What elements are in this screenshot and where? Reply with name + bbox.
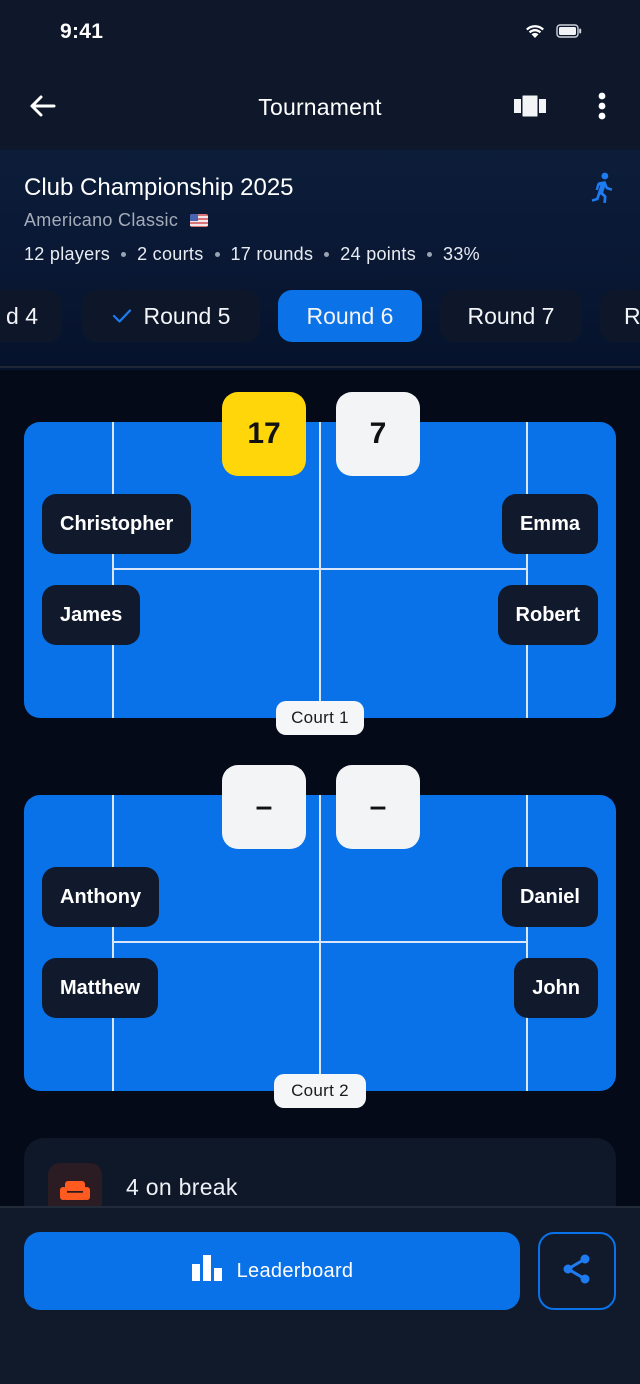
- round-label: d 4: [6, 302, 38, 329]
- on-break-count: 4 on break: [126, 1174, 238, 1200]
- tab-round-6[interactable]: Round 6: [278, 290, 422, 342]
- court-line: [319, 795, 321, 1091]
- bar-chart-icon: [191, 1254, 223, 1288]
- tab-round-8[interactable]: R: [600, 290, 640, 342]
- player-chip[interactable]: Daniel: [501, 867, 598, 927]
- status-time: 9:41: [60, 20, 104, 43]
- more-options-button[interactable]: [588, 90, 616, 126]
- court-card-2: – – Anthony Matthew Daniel John Court 2: [24, 765, 616, 1115]
- player-chip[interactable]: Emma: [501, 494, 598, 554]
- tournament-format: Americano Classic: [24, 210, 179, 230]
- back-button[interactable]: [24, 92, 60, 124]
- separator-dot: [324, 252, 330, 257]
- player-chip[interactable]: John: [514, 958, 598, 1018]
- score-team-right[interactable]: 7: [336, 392, 420, 476]
- us-flag-icon: [190, 214, 209, 227]
- player-chip[interactable]: Matthew: [42, 958, 158, 1018]
- player-chip[interactable]: Anthony: [42, 867, 160, 927]
- status-icons: [524, 23, 582, 44]
- score-team-right[interactable]: –: [336, 765, 420, 849]
- court-card-1: 17 7 Christopher James Emma Robert Court…: [24, 392, 616, 742]
- carousel-view-button[interactable]: [510, 92, 550, 124]
- score-team-left[interactable]: 17: [222, 392, 306, 476]
- separator-dot: [427, 252, 433, 257]
- stat-courts: 2 courts: [137, 244, 204, 264]
- tab-round-5[interactable]: Round 5: [82, 290, 260, 342]
- share-button[interactable]: [538, 1232, 616, 1310]
- leaderboard-label: Leaderboard: [236, 1259, 354, 1282]
- status-bar: 9:41: [0, 0, 640, 66]
- stat-progress: 33%: [443, 244, 480, 264]
- carousel-view-icon: [513, 94, 547, 123]
- round-label: Round 7: [467, 302, 555, 329]
- separator-dot: [214, 252, 220, 257]
- court-line: [112, 941, 528, 943]
- tournament-name: Club Championship 2025: [24, 174, 294, 201]
- court-line: [526, 422, 528, 718]
- tab-round-7[interactable]: Round 7: [440, 290, 582, 342]
- tournament-format-row: Americano Classic: [24, 210, 209, 231]
- arrow-left-icon: [28, 94, 56, 123]
- wifi-icon: [524, 23, 546, 44]
- player-chip[interactable]: James: [42, 585, 141, 645]
- court-surface: [24, 795, 616, 1091]
- share-icon: [562, 1253, 592, 1290]
- round-label: R: [624, 302, 640, 329]
- round-label: Round 6: [306, 302, 394, 329]
- page-title: Tournament: [258, 94, 382, 120]
- tab-round-4[interactable]: d 4: [0, 290, 62, 342]
- separator-dot: [121, 252, 127, 257]
- court-label: Court 2: [274, 1074, 366, 1108]
- player-chip[interactable]: Robert: [497, 585, 598, 645]
- bottom-action-bar: Leaderboard: [0, 1206, 640, 1384]
- court-line: [526, 795, 528, 1091]
- court-line: [319, 422, 321, 718]
- divider: [0, 366, 640, 368]
- court-line: [112, 422, 114, 718]
- player-chip[interactable]: Christopher: [42, 494, 192, 554]
- app-bar: Tournament: [0, 66, 640, 150]
- court-line: [112, 795, 114, 1091]
- more-vertical-icon: [597, 92, 607, 125]
- stat-players: 12 players: [24, 244, 111, 264]
- score-team-left[interactable]: –: [222, 765, 306, 849]
- tournament-stats: 12 players 2 courts 17 rounds 24 points …: [24, 244, 480, 265]
- round-tabs: d 4 Round 5 Round 6 Round 7 R: [0, 290, 640, 344]
- court-line: [112, 568, 528, 570]
- court-surface: [24, 422, 616, 718]
- round-label: Round 5: [143, 302, 231, 329]
- check-icon: [112, 303, 132, 330]
- stat-points: 24 points: [340, 244, 417, 264]
- battery-icon: [556, 24, 582, 43]
- leaderboard-button[interactable]: Leaderboard: [24, 1232, 520, 1310]
- court-label: Court 1: [276, 701, 364, 735]
- running-icon[interactable]: [588, 172, 616, 204]
- stat-rounds: 17 rounds: [230, 244, 314, 264]
